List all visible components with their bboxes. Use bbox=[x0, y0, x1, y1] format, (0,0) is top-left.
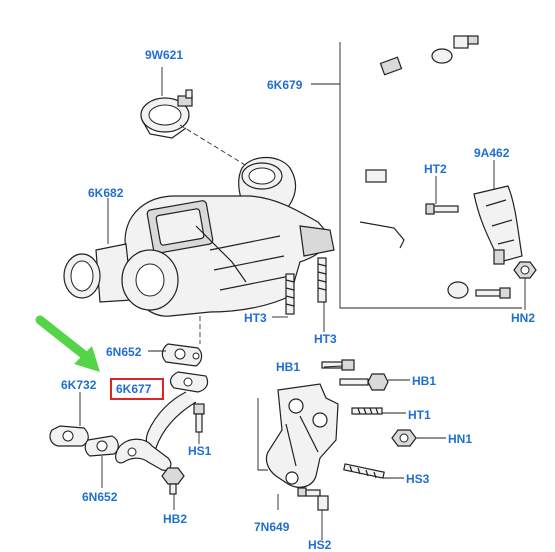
bolt-hb2 bbox=[161, 467, 185, 495]
bolt-near-pipe bbox=[475, 287, 511, 299]
label-hb1-upper[interactable]: HB1 bbox=[276, 360, 301, 374]
label-hb2[interactable]: HB2 bbox=[163, 512, 188, 526]
heat-shield-9a462 bbox=[473, 185, 523, 265]
label-6n652-lower[interactable]: 6N652 bbox=[82, 490, 118, 504]
label-hs1[interactable]: HS1 bbox=[188, 444, 212, 458]
label-ht3-right[interactable]: HT3 bbox=[314, 332, 337, 346]
clamp-9w621 bbox=[140, 89, 193, 139]
label-hn1[interactable]: HN1 bbox=[448, 432, 473, 446]
studs-ht3 bbox=[285, 257, 327, 315]
label-hs3[interactable]: HS3 bbox=[406, 472, 430, 486]
bolt-ht2 bbox=[425, 203, 459, 215]
label-6k679[interactable]: 6K679 bbox=[267, 78, 303, 92]
label-ht2[interactable]: HT2 bbox=[424, 162, 447, 176]
bolt-hs2 bbox=[297, 487, 329, 511]
bolt-hb1-right bbox=[339, 373, 389, 391]
bolt-hs1 bbox=[193, 403, 205, 433]
gasket-6k732 bbox=[49, 425, 89, 447]
pointer-arrow bbox=[35, 315, 100, 372]
label-ht1[interactable]: HT1 bbox=[408, 408, 431, 422]
nut-hn2 bbox=[513, 261, 537, 279]
highlight-box bbox=[110, 378, 164, 400]
label-hn2[interactable]: HN2 bbox=[511, 311, 536, 325]
stud-hs3 bbox=[343, 463, 385, 479]
bracket-7n649 bbox=[265, 383, 339, 488]
lower-return-tube bbox=[115, 438, 172, 471]
label-6k677[interactable]: 6K677 bbox=[116, 382, 152, 396]
label-hs2[interactable]: HS2 bbox=[308, 538, 332, 552]
gasket-6n652-upper bbox=[161, 343, 203, 367]
label-9w621[interactable]: 9W621 bbox=[145, 48, 184, 62]
oil-feed-pipe-6k679 bbox=[345, 35, 479, 299]
gasket-6n652-lower bbox=[84, 435, 119, 457]
label-6k732[interactable]: 6K732 bbox=[61, 378, 97, 392]
label-9a462[interactable]: 9A462 bbox=[474, 146, 510, 160]
label-hb1-right[interactable]: HB1 bbox=[412, 374, 437, 388]
stud-ht1 bbox=[351, 407, 383, 415]
oil-return-pipe-6k677 bbox=[145, 371, 209, 450]
nut-hn1 bbox=[391, 429, 417, 447]
label-7n649[interactable]: 7N649 bbox=[254, 520, 290, 534]
label-ht3-left[interactable]: HT3 bbox=[244, 311, 267, 325]
label-6k682[interactable]: 6K682 bbox=[88, 186, 124, 200]
turbocharger-6k682 bbox=[63, 156, 335, 317]
bolt-hb1-upper bbox=[321, 359, 355, 371]
label-6n652-upper[interactable]: 6N652 bbox=[106, 345, 142, 359]
